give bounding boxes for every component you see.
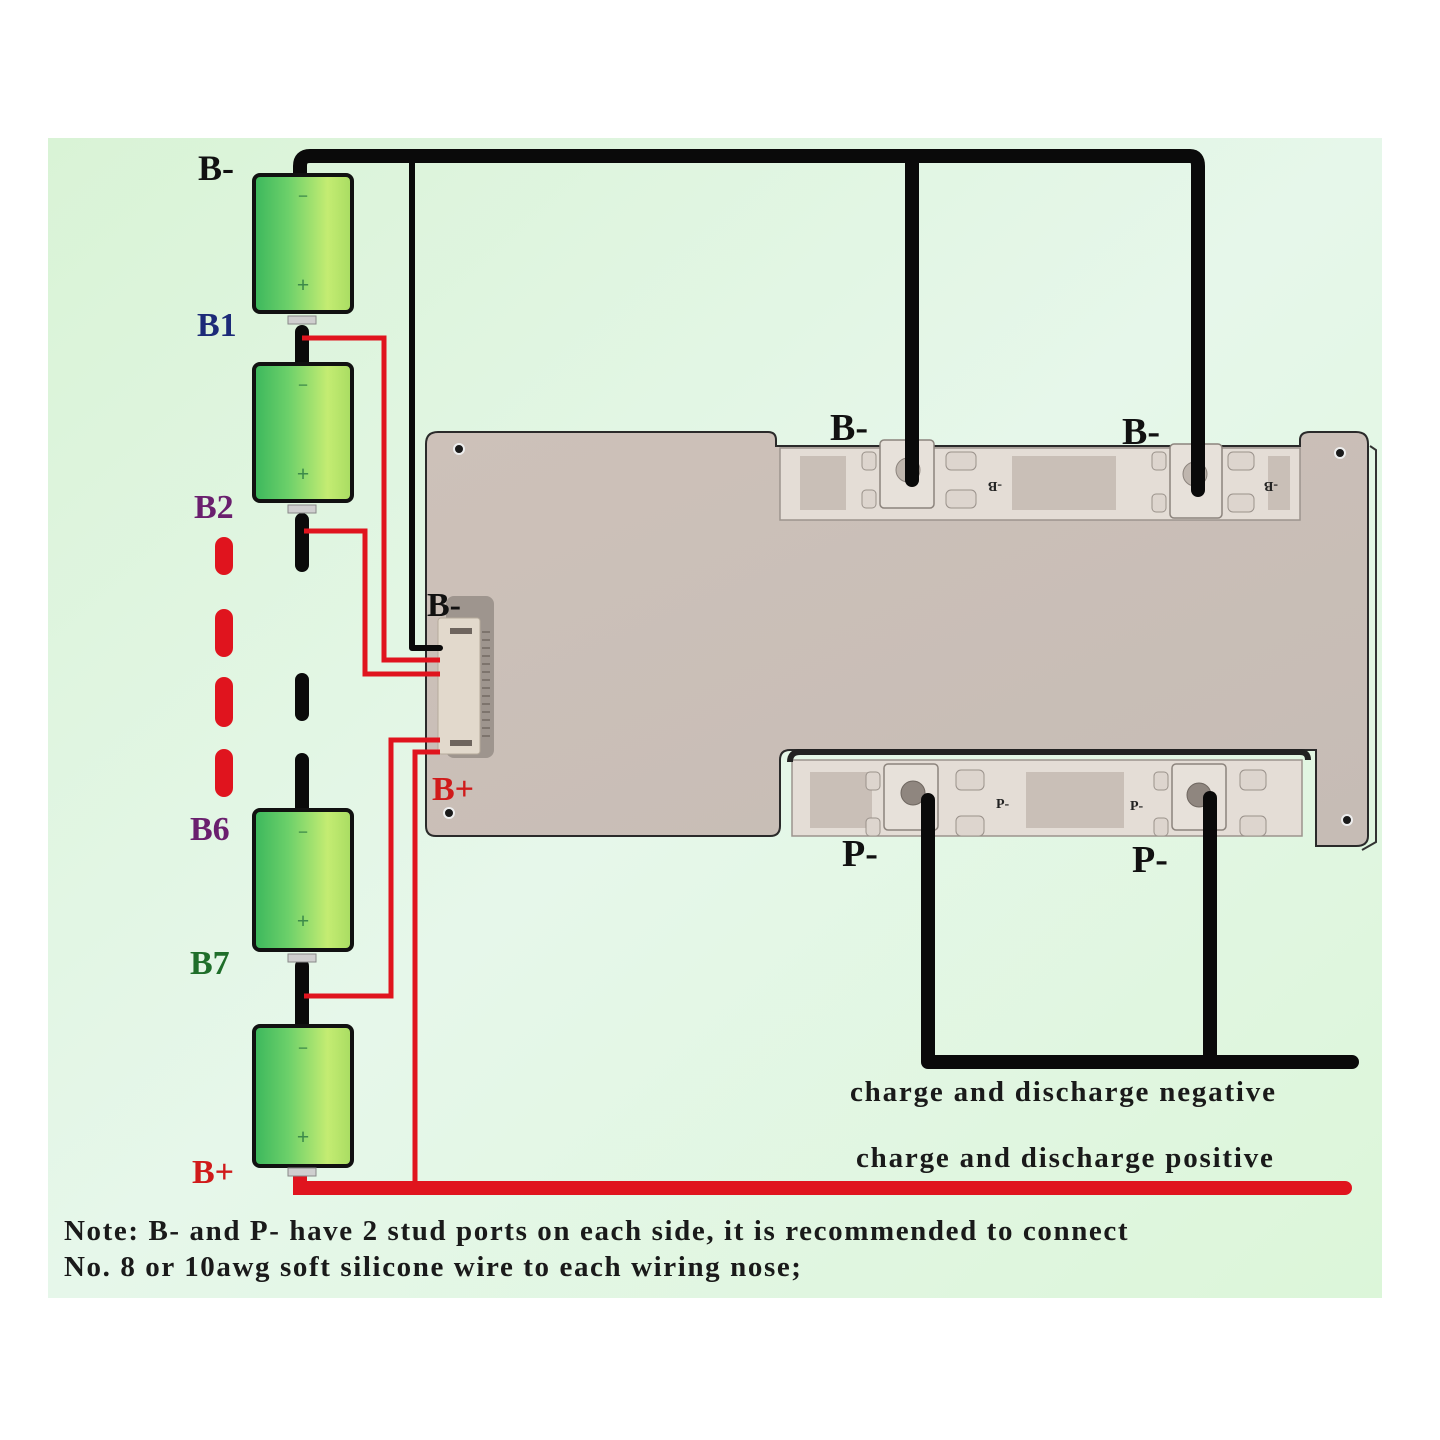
mount-hole-icon [443,807,455,819]
battery-cell-7: − + [252,808,354,963]
caption-negative: charge and discharge negative [850,1076,1277,1108]
cell-negative-mark: − [298,1038,308,1058]
label-b-plus: B+ [192,1154,234,1191]
silk-label-p-left: P- [996,797,1010,812]
cell-positive-mark: + [297,908,310,933]
balance-connector [437,596,494,758]
terminal-label-p-minus-right: P- [1132,839,1168,881]
b-minus-main-wire [293,149,1205,497]
mount-hole-icon [1341,814,1353,826]
connector-label-b-plus: B+ [432,771,474,808]
battery-cell-8: − + [252,1024,354,1177]
b7-sense-wire [304,737,440,999]
note-line-2: No. 8 or 10awg soft silicone wire to eac… [64,1251,803,1283]
mount-hole-icon [1334,447,1346,459]
negative-wires [293,149,1359,1069]
cell-negative-mark: − [298,186,308,206]
bms-board: -B -B P- P- [425,431,1377,851]
label-b6: B6 [190,811,230,848]
b2-sense-wire [304,528,440,677]
b-plus-sense-wire [412,749,440,1188]
label-b-minus: B- [198,148,234,188]
cell-negative-mark: − [298,822,308,842]
battery-cell-2: − + [252,362,354,514]
silk-label-p-right: P- [1130,799,1144,814]
terminal-label-b-minus-left: B- [830,407,868,449]
battery-cell-1: − + [252,173,354,325]
caption-positive: charge and discharge positive [856,1142,1275,1174]
cell-negative-mark: − [298,375,308,395]
b1-sense-wire [302,335,440,663]
terminal-label-b-minus-right: B- [1122,411,1160,453]
silk-label-b-left: -B [988,478,1002,493]
cell-positive-mark: + [297,1124,310,1149]
cell-positive-mark: + [297,272,310,297]
silk-label-b-right: -B [1264,478,1278,493]
cell-positive-mark: + [297,461,310,486]
note-line-1: Note: B- and P- have 2 stud ports on eac… [64,1215,1129,1247]
label-b1: B1 [197,307,237,344]
terminal-label-p-minus-left: P- [842,833,878,875]
label-b2: B2 [194,489,234,526]
label-b7: B7 [190,945,230,982]
b-minus-sense-wire [409,157,443,651]
mount-hole-icon [453,443,465,455]
connector-label-b-minus: B- [427,587,461,624]
